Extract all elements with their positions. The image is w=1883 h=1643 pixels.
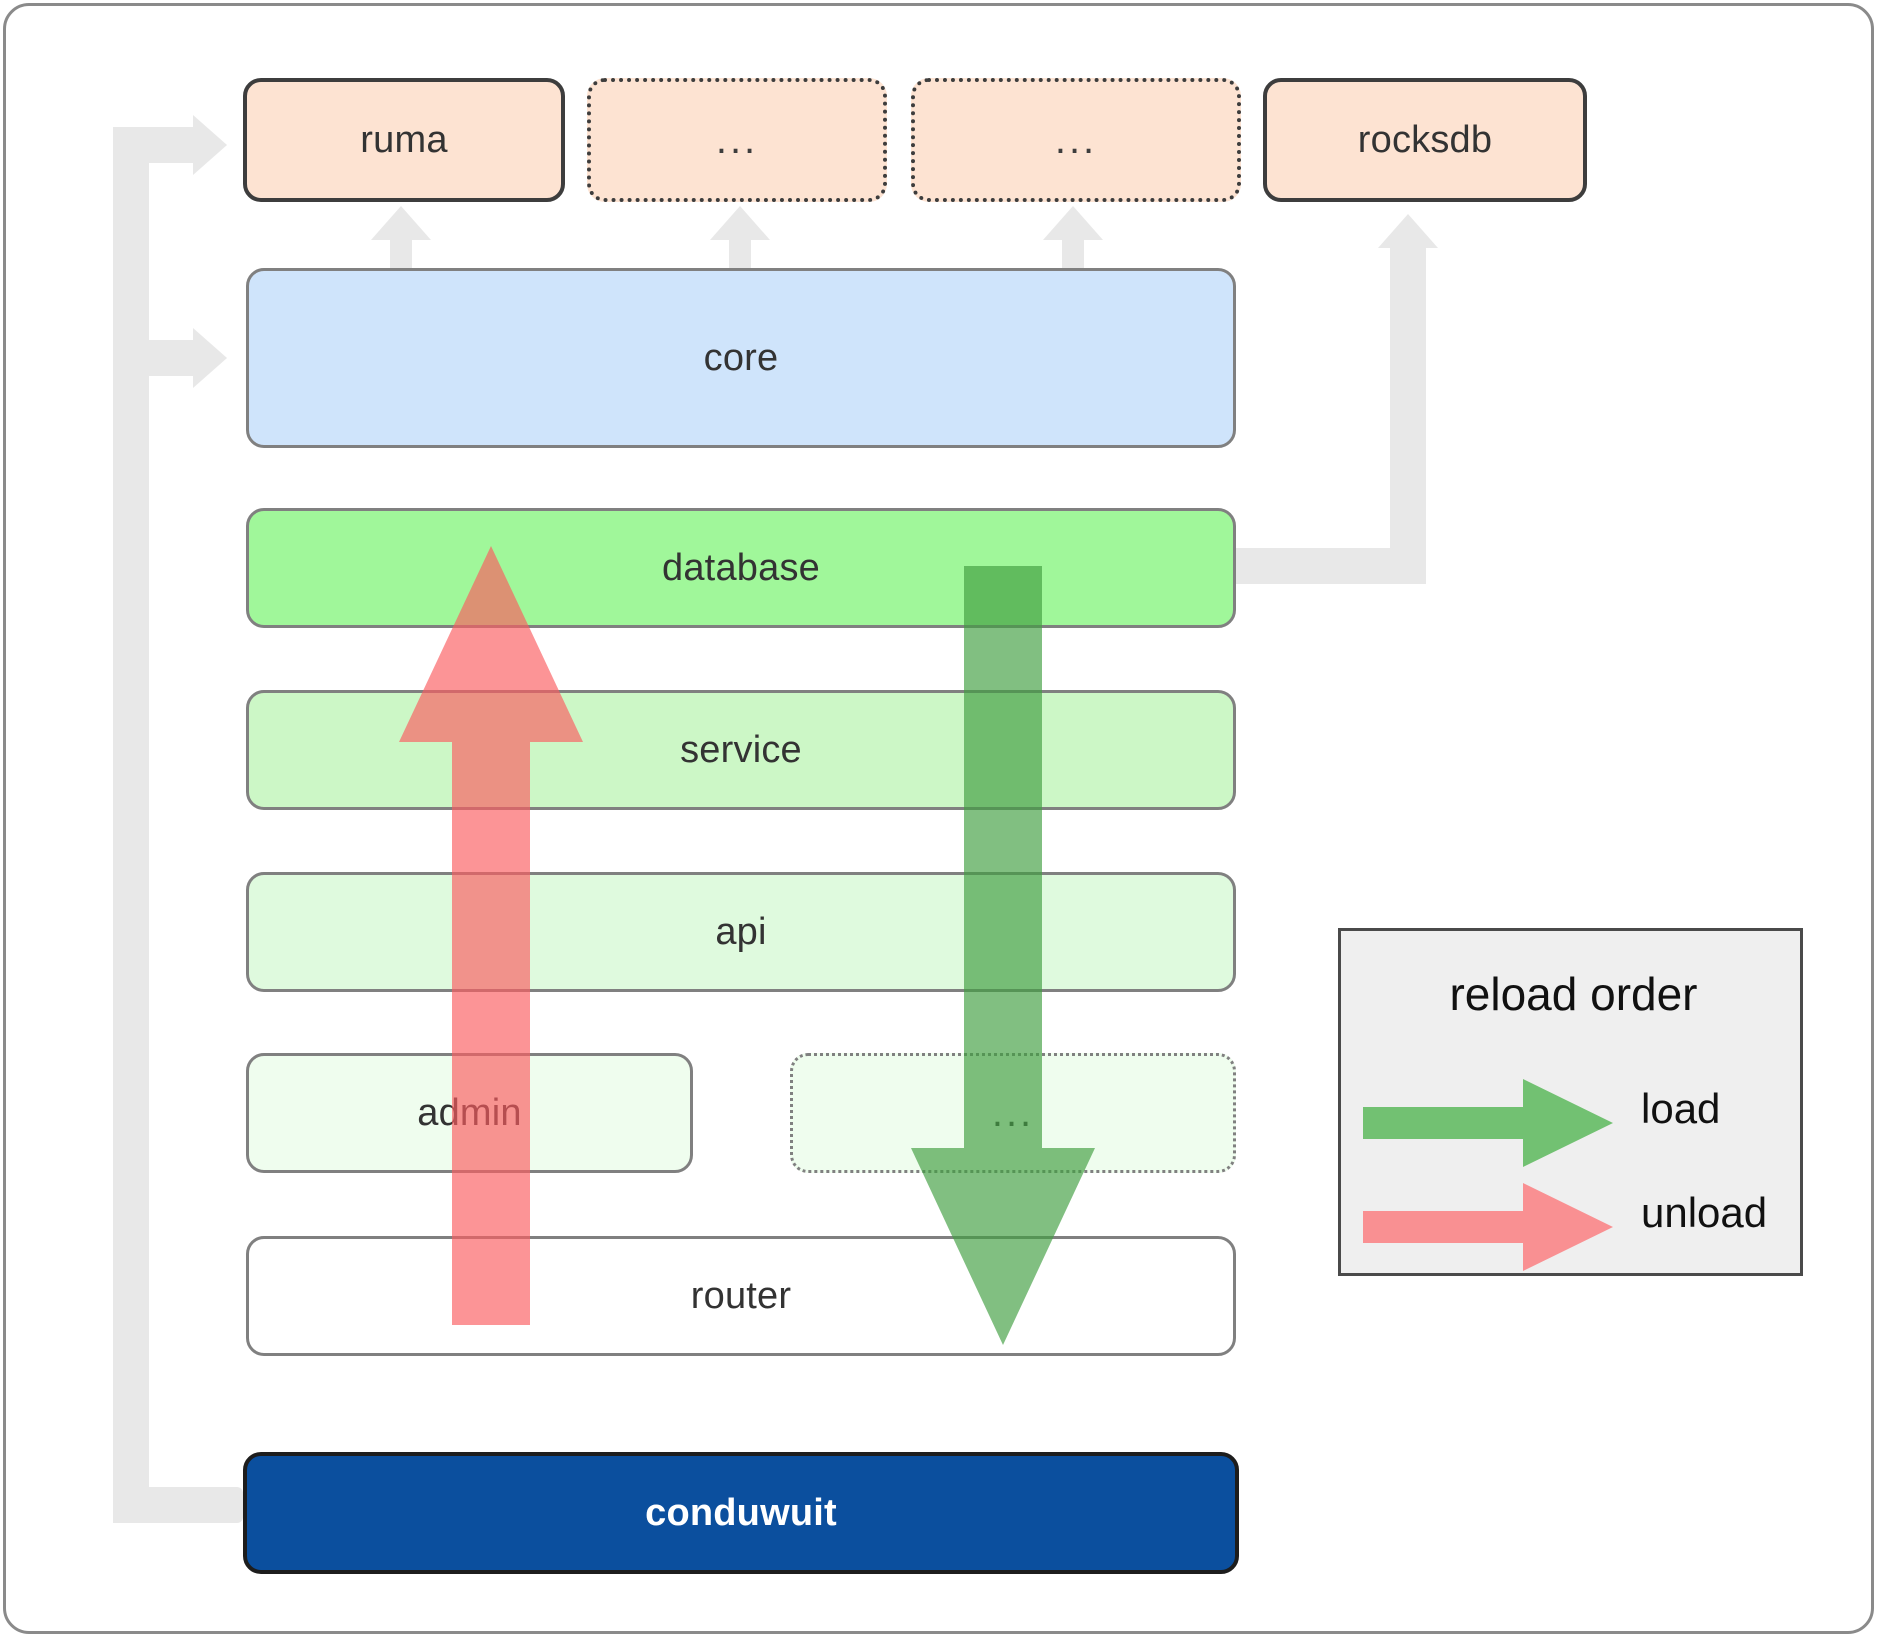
node-router[interactable]: router (246, 1236, 1236, 1356)
connector-core-to-dots1-head (710, 206, 770, 240)
legend-box: reload order load unload (1338, 928, 1803, 1276)
connector-core-to-ruma-stem (390, 235, 412, 275)
node-service[interactable]: service (246, 690, 1236, 810)
connector-core-to-ruma-head (371, 206, 431, 240)
node-admin[interactable]: admin (246, 1053, 693, 1173)
node-ruma-label: ruma (360, 118, 448, 161)
node-database-label: database (662, 546, 820, 589)
connector-rocksdb-arrowhead (1378, 214, 1438, 248)
node-core-label: core (703, 336, 779, 379)
connector-core-to-dots1-stem (729, 235, 751, 275)
node-api[interactable]: api (246, 872, 1236, 992)
legend-row-load: load (1341, 1077, 1806, 1169)
legend-load-arrow-icon (1363, 1079, 1613, 1167)
node-dots-2-label: ... (1054, 118, 1098, 162)
node-database[interactable]: database (246, 508, 1236, 628)
node-dots-3-label: ... (991, 1091, 1035, 1135)
connector-spine-vertical (113, 127, 149, 1523)
legend-row-unload: unload (1341, 1181, 1806, 1273)
node-dots-2[interactable]: ... (911, 78, 1241, 202)
node-dots-3[interactable]: ... (790, 1053, 1236, 1173)
legend-unload-arrow-icon (1363, 1183, 1613, 1271)
node-rocksdb-label: rocksdb (1357, 118, 1493, 161)
node-service-label: service (680, 728, 802, 771)
node-api-label: api (715, 910, 767, 953)
node-core[interactable]: core (246, 268, 1236, 448)
connector-to-core-line (113, 340, 193, 376)
node-router-label: router (690, 1274, 792, 1317)
diagram-frame (3, 3, 1874, 1634)
node-conduwuit-label: conduwuit (645, 1491, 837, 1534)
node-admin-label: admin (417, 1091, 522, 1134)
node-rocksdb[interactable]: rocksdb (1263, 78, 1587, 202)
connector-spine-bottom (113, 1487, 243, 1523)
node-ruma[interactable]: ruma (243, 78, 565, 202)
connector-to-core-arrowhead (193, 328, 227, 388)
node-conduwuit[interactable]: conduwuit (243, 1452, 1239, 1574)
connector-db-to-rocksdb-vertical (1390, 248, 1426, 584)
node-dots-1-label: ... (715, 118, 759, 162)
connector-to-ruma-line (113, 127, 193, 163)
legend-unload-label: unload (1641, 1189, 1768, 1236)
connector-to-ruma-arrowhead (193, 115, 227, 175)
legend-load-label: load (1641, 1085, 1721, 1132)
connector-core-to-dots2-stem (1062, 235, 1084, 275)
legend-title: reload order (1449, 968, 1698, 1020)
node-dots-1[interactable]: ... (587, 78, 887, 202)
connector-core-to-dots2-head (1043, 206, 1103, 240)
